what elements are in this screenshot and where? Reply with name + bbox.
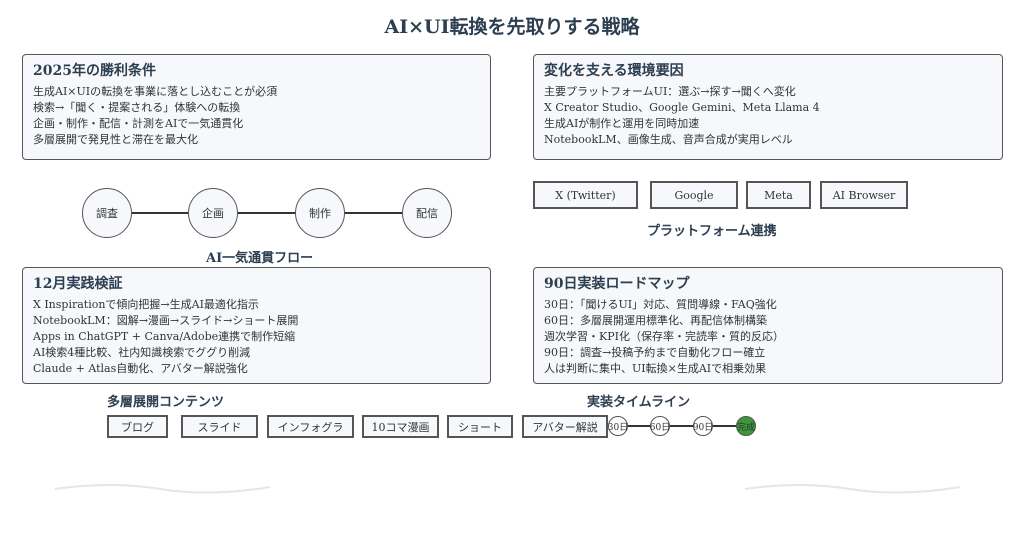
box-line: 生成AI×UIの転換を事業に落とし込むことが必須	[33, 85, 278, 98]
box-line: 週次学習・KPI化（保存率・完読率・質的反応）	[544, 330, 784, 343]
platform-x: X (Twitter)	[533, 181, 638, 209]
box-line: 30日：「聞けるUI」対応、質問導線・FAQ強化	[544, 298, 777, 311]
page-title: AI×UI転換を先取りする戦略	[384, 16, 640, 38]
flow-label: AI一気通貫フロー	[206, 251, 314, 266]
content-item: ブログ	[107, 415, 168, 438]
flow-step: 企画	[188, 188, 238, 238]
roadmap-box: 90日実装ロードマップ 30日：「聞けるUI」対応、質問導線・FAQ強化 60日…	[533, 267, 1003, 384]
timeline-label: 実装タイムライン	[587, 395, 691, 410]
timeline-step: 90日	[693, 416, 713, 436]
contents-label: 多層展開コンテンツ	[107, 395, 225, 410]
box-line: NotebookLM：図解→漫画→スライド→ショート展開	[33, 314, 299, 327]
flow-step: 制作	[295, 188, 345, 238]
box-line: 人は判断に集中、UI転換×生成AIで相乗効果	[544, 362, 767, 375]
timeline-step-final: 完成	[736, 416, 756, 436]
box-line: Apps in ChatGPT + Canva/Adobe連携で制作短縮	[33, 330, 296, 343]
content-item: スライド	[181, 415, 258, 438]
box-line: AI検索4種比較、社内知識検索でググり削減	[33, 346, 251, 359]
box-line: 生成AIが制作と運用を同時加速	[544, 117, 700, 130]
win-conditions-box: 2025年の勝利条件 生成AI×UIの転換を事業に落とし込むことが必須 検索→「…	[22, 54, 491, 160]
box-heading: 12月実践検証	[33, 276, 123, 292]
platform-ai-browser: AI Browser	[820, 181, 908, 209]
content-item: インフォグラ	[267, 415, 354, 438]
decorative-waves	[54, 484, 961, 494]
flow-connector	[132, 212, 432, 214]
box-line: 検索→「聞く・提案される」体験への転換	[33, 101, 241, 114]
wave-right	[744, 484, 961, 494]
flow-step: 調査	[82, 188, 132, 238]
timeline-step: 30日	[608, 416, 628, 436]
timeline-connector	[618, 425, 746, 427]
box-line: 主要プラットフォームUI：選ぶ→探す→聞くへ変化	[544, 85, 796, 98]
platform-meta: Meta	[746, 181, 811, 209]
wave-left	[54, 484, 271, 494]
box-heading: 2025年の勝利条件	[33, 63, 156, 79]
box-line: 多層展開で発見性と滞在を最大化	[33, 133, 198, 146]
december-box: 12月実践検証 X Inspirationで傾向把握→生成AI最適化指示 Not…	[22, 267, 491, 384]
box-line: 60日：多層展開運用標準化、再配信体制構築	[544, 314, 767, 327]
platform-google: Google	[650, 181, 738, 209]
box-line: NotebookLM、画像生成、音声合成が実用レベル	[544, 133, 793, 146]
flow-step: 配信	[402, 188, 452, 238]
content-item: 10コマ漫画	[362, 415, 439, 438]
box-heading: 90日実装ロードマップ	[544, 276, 690, 292]
platforms-label: プラットフォーム連携	[647, 224, 777, 239]
content-item: ショート	[447, 415, 513, 438]
content-item: アバター解説	[522, 415, 608, 438]
box-line: X Creator Studio、Google Gemini、Meta Llam…	[544, 101, 820, 114]
environment-box: 変化を支える環境要因 主要プラットフォームUI：選ぶ→探す→聞くへ変化 X Cr…	[533, 54, 1003, 160]
box-line: Claude + Atlas自動化、アバター解説強化	[33, 362, 248, 375]
box-heading: 変化を支える環境要因	[544, 63, 684, 79]
box-line: X Inspirationで傾向把握→生成AI最適化指示	[33, 298, 259, 311]
box-line: 90日：調査→投稿予約まで自動化フロー確立	[544, 346, 766, 359]
box-line: 企画・制作・配信・計測をAIで一気通貫化	[33, 117, 244, 130]
timeline-step: 60日	[650, 416, 670, 436]
